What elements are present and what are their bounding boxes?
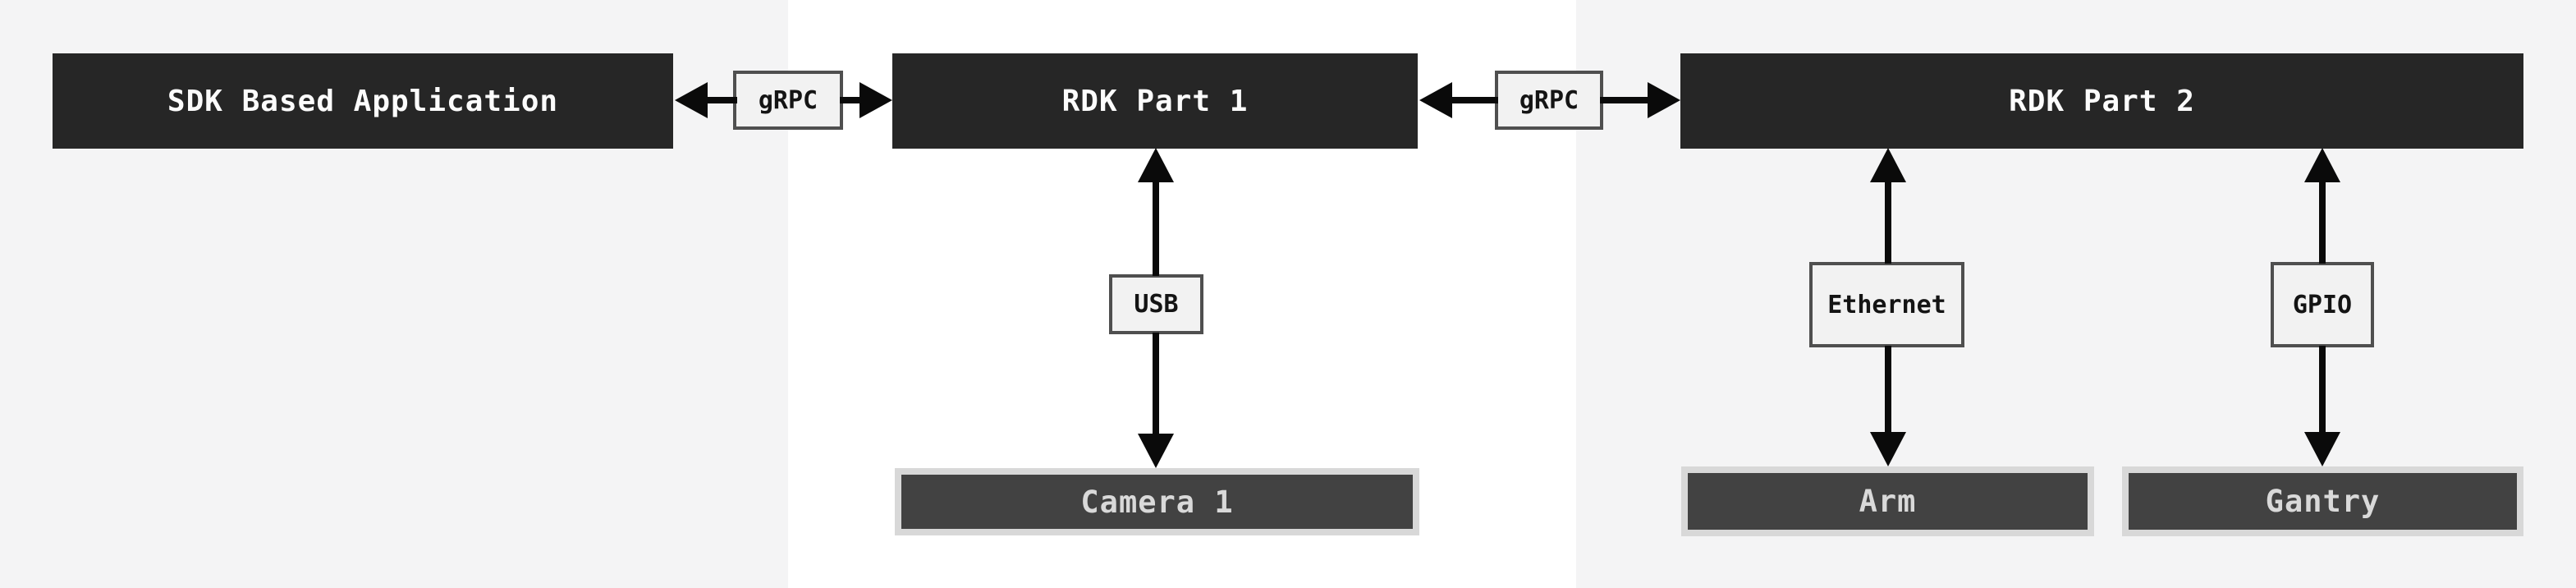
node-rdk-part-2: RDK Part 2 — [1680, 53, 2523, 149]
arrow-shaft-grpc-rdk1 — [840, 97, 863, 103]
device-arm: Arm — [1681, 466, 2094, 536]
connector-label-grpc-2: gRPC — [1495, 71, 1603, 130]
connector-label-usb: USB — [1109, 274, 1203, 334]
arrowhead-up-rdk1-usb — [1138, 148, 1174, 182]
device-camera-1: Camera 1 — [895, 468, 1419, 535]
arrow-shaft-sdk-grpc — [704, 97, 737, 103]
arrowhead-down-gpio-gantry — [2304, 432, 2340, 466]
arrowhead-down-ethernet-arm — [1870, 432, 1906, 466]
connector-label-ethernet: Ethernet — [1809, 262, 1964, 347]
device-gantry: Gantry — [2122, 466, 2523, 536]
arrowhead-right-grpc-rdk1 — [859, 82, 892, 118]
arrowhead-left-rdk1-grpc — [1419, 82, 1452, 118]
arrowhead-left-sdk-grpc — [675, 82, 708, 118]
arrowhead-down-usb-camera — [1138, 434, 1174, 468]
arrow-shaft-rdk2-ethernet — [1885, 179, 1891, 264]
node-sdk-based-application: SDK Based Application — [53, 53, 673, 149]
arrow-shaft-usb-camera — [1153, 333, 1159, 435]
arrow-shaft-ethernet-arm — [1885, 346, 1891, 434]
connector-label-gpio: GPIO — [2271, 262, 2374, 347]
arrow-shaft-gpio-gantry — [2319, 346, 2326, 434]
arrow-shaft-rdk1-usb — [1153, 179, 1159, 276]
arrow-shaft-rdk1-grpc — [1449, 97, 1498, 103]
arrowhead-up-rdk2-ethernet — [1870, 148, 1906, 182]
node-rdk-part-1: RDK Part 1 — [892, 53, 1418, 149]
arrowhead-right-grpc-rdk2 — [1648, 82, 1680, 118]
arrowhead-up-rdk2-gpio — [2304, 148, 2340, 182]
connector-label-grpc-1: gRPC — [733, 71, 843, 130]
arrow-shaft-rdk2-gpio — [2319, 179, 2326, 264]
arrow-shaft-grpc-rdk2 — [1600, 97, 1651, 103]
